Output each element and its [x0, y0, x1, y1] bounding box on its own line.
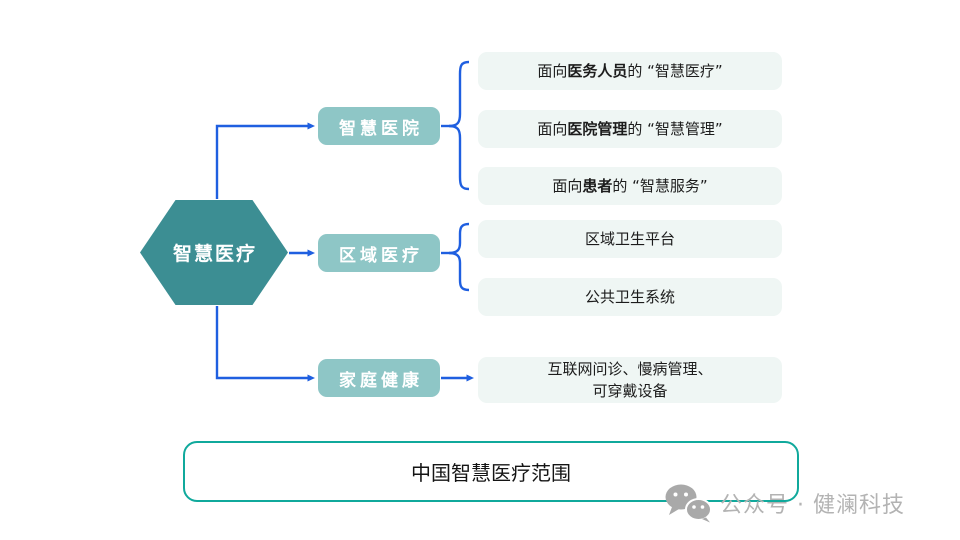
root-node-hexagon: 智慧医疗 — [140, 200, 288, 305]
connector-elbow-bottom — [215, 306, 315, 382]
leaf-label: 面向医务人员的 “智慧医疗” — [537, 61, 723, 80]
leaf-label: 区域卫生平台 — [584, 229, 675, 248]
leaf-node-hospital-management: 面向医院管理的 “智慧管理” — [478, 110, 782, 148]
connector-elbow-top — [215, 122, 315, 199]
root-node-label: 智慧医疗 — [172, 243, 257, 265]
branch-node-smart-hospital: 智慧医院 — [318, 107, 440, 145]
brace-regional-icon — [448, 222, 470, 292]
watermark: 公众号 · 健澜科技 — [664, 483, 905, 523]
leaf-label: 面向患者的 “智慧服务” — [552, 176, 708, 195]
watermark-text: 公众号 · 健澜科技 — [720, 493, 905, 518]
wechat-icon — [665, 484, 712, 523]
leaf-label: 面向医院管理的 “智慧管理” — [537, 119, 723, 138]
branch-label: 智慧医院 — [339, 118, 423, 139]
leaf-label-line1: 互联网问诊、慢病管理、 — [547, 359, 713, 378]
leaf-node-regional-health-platform: 区域卫生平台 — [478, 220, 782, 258]
leaf-node-patients: 面向患者的 “智慧服务” — [478, 167, 782, 205]
brace-smart-hospital-icon — [448, 60, 470, 191]
leaf-label-line2: 可穿戴设备 — [592, 382, 668, 400]
leaf-label: 公共卫生系统 — [584, 287, 675, 306]
caption-box: 中国智慧医疗范围 — [183, 441, 799, 502]
branch-node-regional-healthcare: 区域医疗 — [318, 234, 440, 272]
branch-node-family-health: 家庭健康 — [318, 359, 440, 397]
branch-label: 区域医疗 — [339, 245, 423, 266]
branch-label: 家庭健康 — [339, 370, 423, 391]
leaf-node-public-health-system: 公共卫生系统 — [478, 278, 782, 316]
leaf-node-medical-staff: 面向医务人员的 “智慧医疗” — [478, 52, 782, 90]
leaf-node-internet-care: 互联网问诊、慢病管理、 可穿戴设备 — [478, 357, 782, 403]
caption-title: 中国智慧医疗范围 — [411, 461, 571, 485]
